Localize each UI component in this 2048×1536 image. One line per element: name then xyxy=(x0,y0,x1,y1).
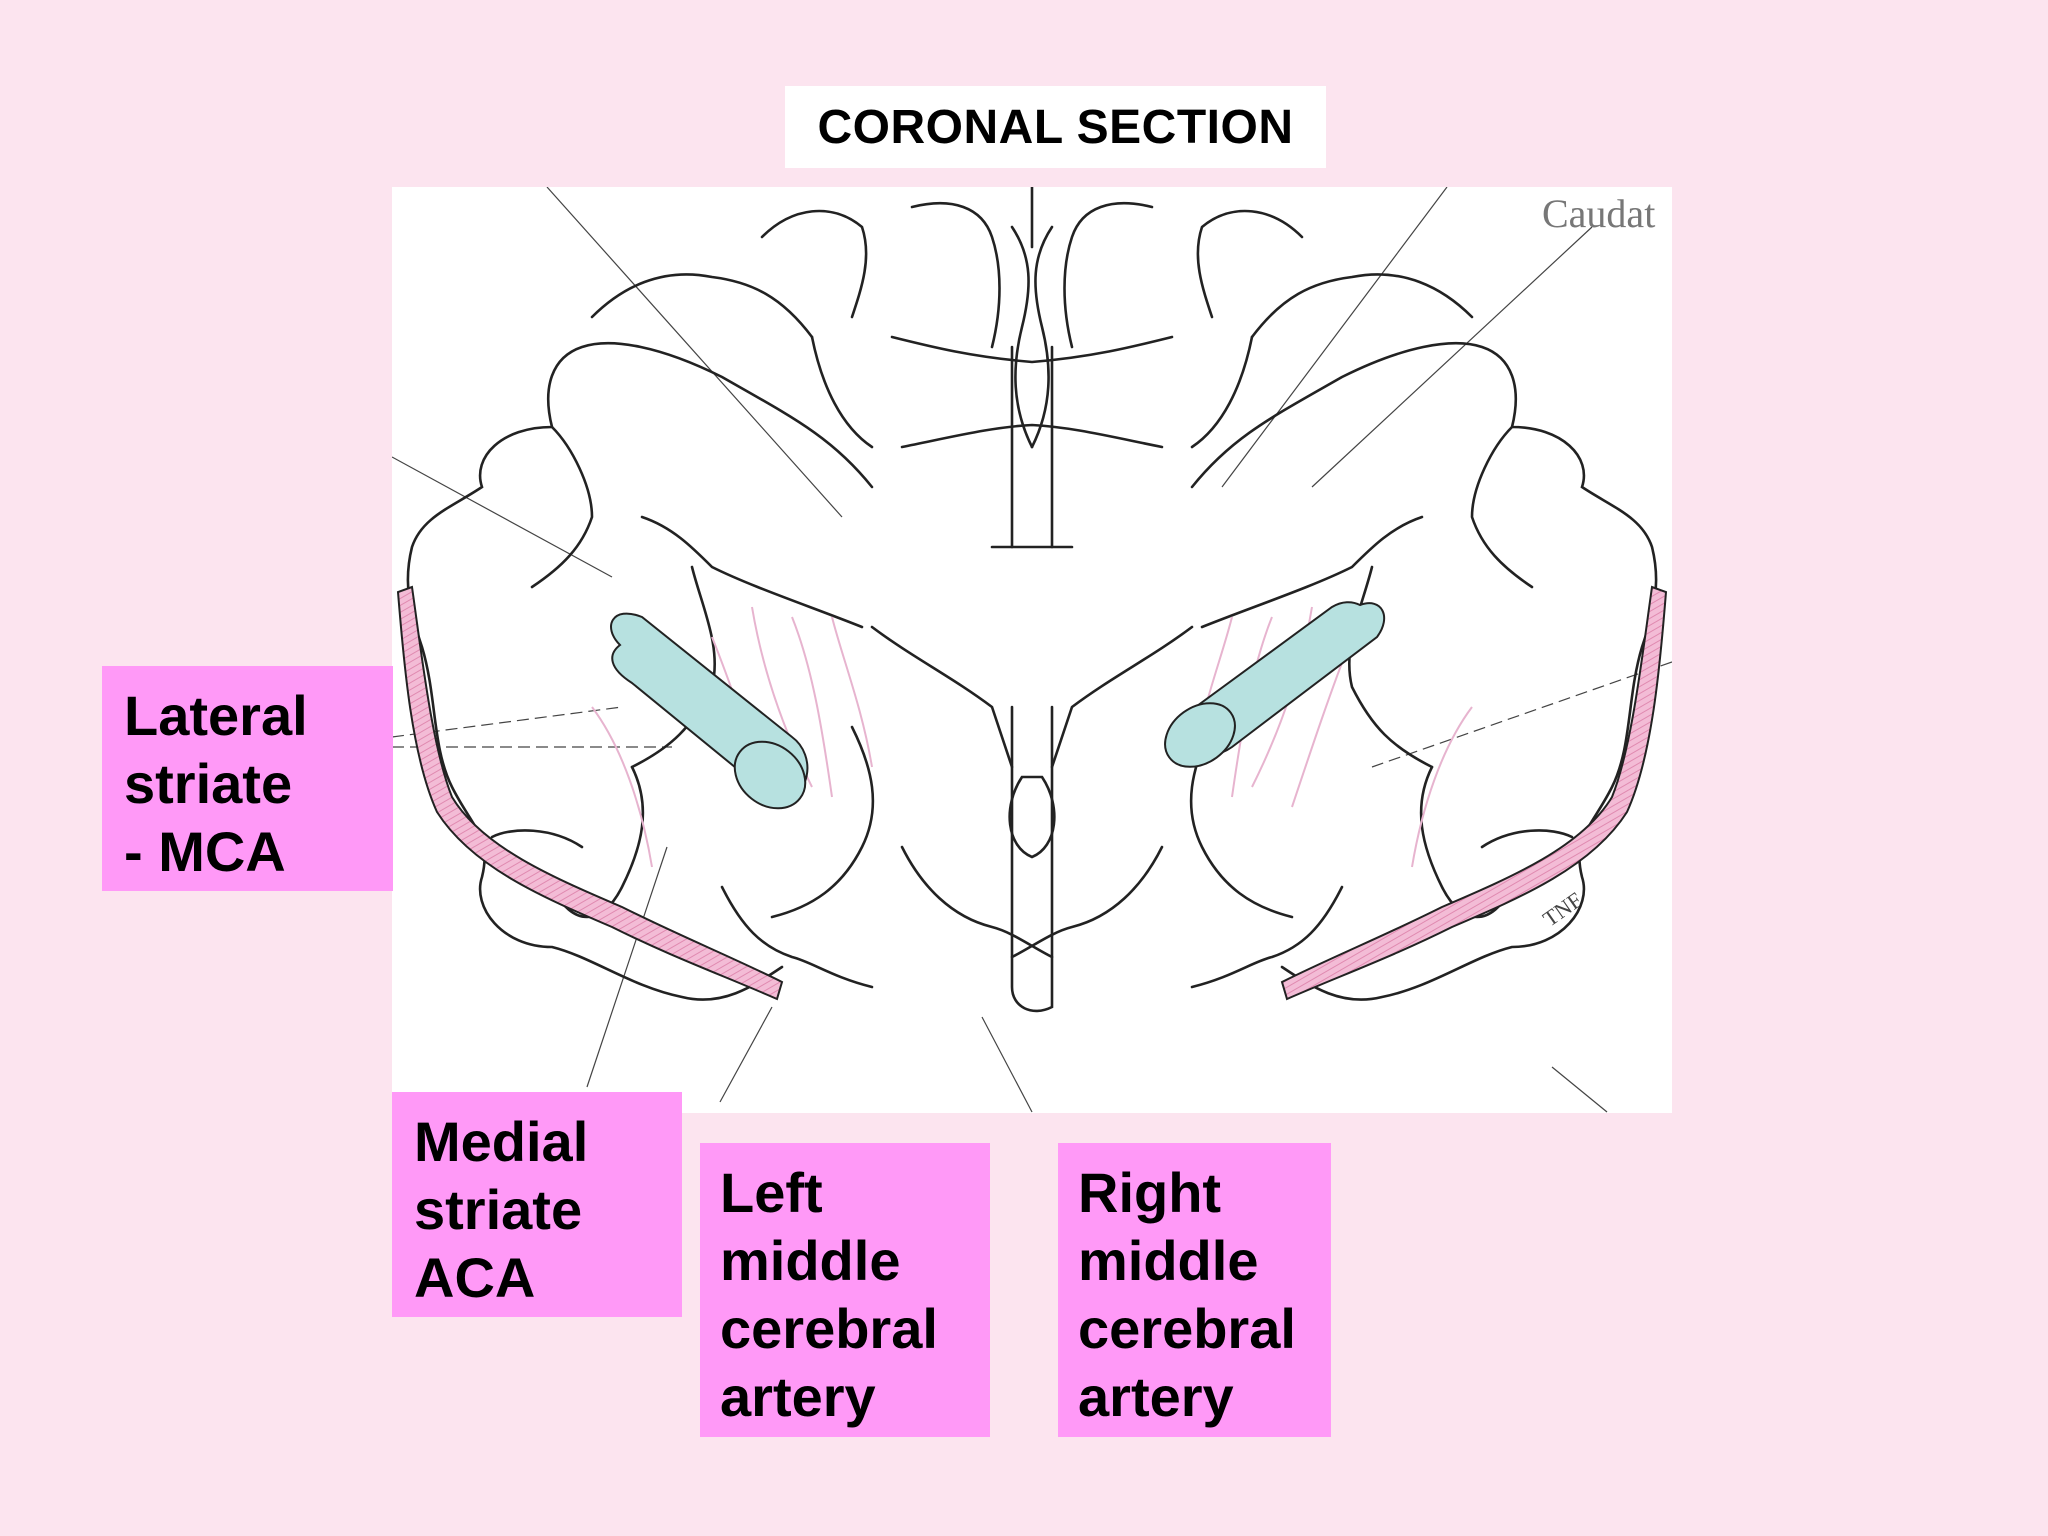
right-middle-cerebral-artery-label: Right middle cerebral artery xyxy=(1058,1143,1331,1437)
lateral-striate-label: Lateral striate - MCA xyxy=(102,666,393,891)
label-line: cerebral xyxy=(1078,1297,1296,1360)
leader-lines xyxy=(392,187,1672,1113)
right-middle-cerebral-artery-band xyxy=(1280,585,1668,1001)
label-line: ACA xyxy=(414,1246,536,1309)
label-line: Lateral xyxy=(124,684,308,747)
left-middle-cerebral-artery-label: Left middle cerebral artery xyxy=(700,1143,990,1437)
brain-outline-right xyxy=(1010,201,1658,1001)
label-line: Left xyxy=(720,1161,823,1224)
brain-outline xyxy=(406,201,1054,1001)
label-line: artery xyxy=(1078,1365,1234,1428)
diagram-title: CORONAL SECTION xyxy=(785,86,1326,168)
label-line: - MCA xyxy=(124,820,286,883)
medial-striate-label: Medial striate ACA xyxy=(392,1092,682,1317)
label-line: middle xyxy=(1078,1229,1259,1292)
label-line: middle xyxy=(720,1229,901,1292)
label-line: striate xyxy=(124,752,293,815)
right-striate-cylinder xyxy=(1164,601,1386,768)
coronal-section-diagram: Caudat TNF xyxy=(392,187,1672,1113)
midline-structures xyxy=(870,187,1194,1013)
label-line: striate xyxy=(414,1178,583,1241)
label-line: artery xyxy=(720,1365,876,1428)
left-middle-cerebral-artery-band xyxy=(396,585,784,1001)
artist-mark: TNF xyxy=(1538,887,1586,931)
left-striate-cylinder xyxy=(610,612,809,810)
label-line: Medial xyxy=(414,1110,589,1173)
caudate-label: Caudat xyxy=(1542,191,1655,236)
label-line: Right xyxy=(1078,1161,1222,1224)
label-line: cerebral xyxy=(720,1297,938,1360)
brain-illustration: Caudat TNF xyxy=(392,187,1672,1113)
